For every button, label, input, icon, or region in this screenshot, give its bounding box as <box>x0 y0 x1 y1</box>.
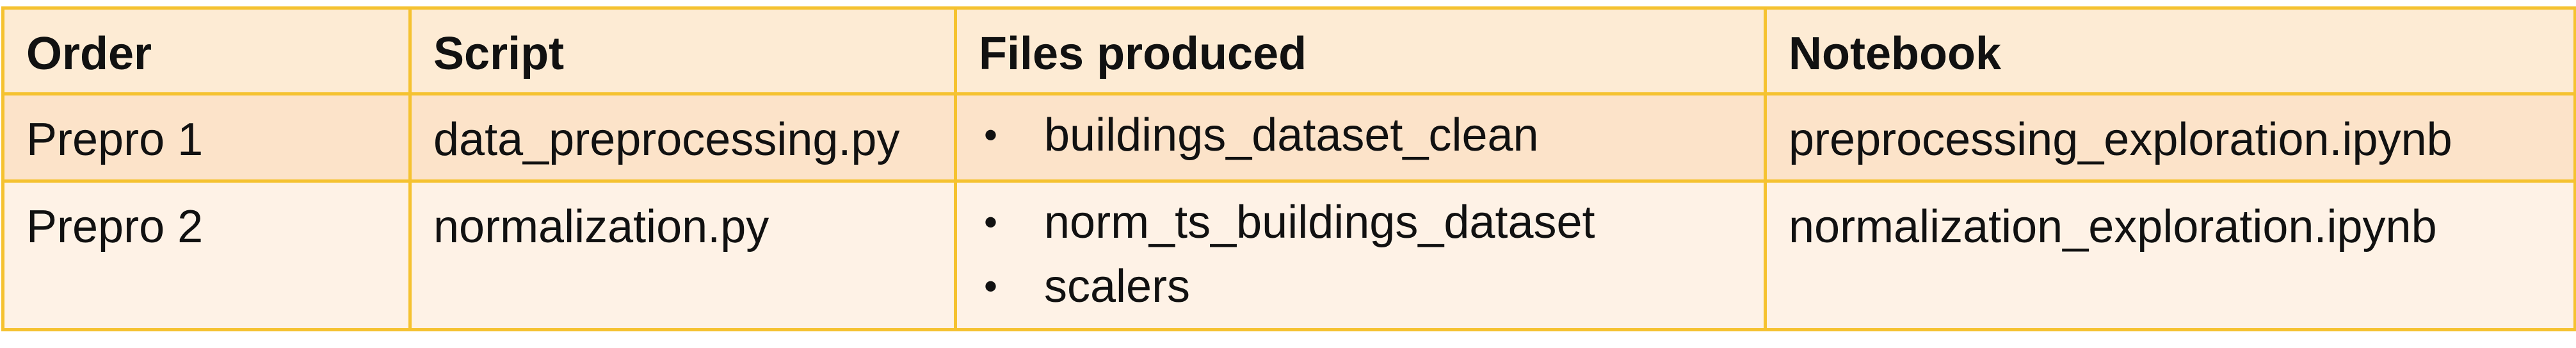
pipeline-table-container: Order Script Files produced Notebook Pre… <box>1 6 2576 331</box>
header-order: Order <box>1 6 412 95</box>
bullet-icon: • <box>984 265 998 308</box>
header-files-produced: Files produced <box>954 6 1767 95</box>
list-item: • buildings_dataset_clean <box>979 103 1742 167</box>
table-row: Prepro 1 data_preprocessing.py • buildin… <box>1 92 2576 183</box>
cell-files: • norm_ts_buildings_dataset • scalers <box>954 179 1767 331</box>
cell-order: Prepro 2 <box>1 179 412 331</box>
files-list: • buildings_dataset_clean <box>979 103 1742 167</box>
header-row: Order Script Files produced Notebook <box>1 6 2576 95</box>
header-script: Script <box>408 6 957 95</box>
bullet-icon: • <box>984 201 998 244</box>
header-notebook: Notebook <box>1764 6 2576 95</box>
cell-files: • buildings_dataset_clean <box>954 92 1767 183</box>
bullet-icon: • <box>984 113 998 156</box>
table-row: Prepro 2 normalization.py • norm_ts_buil… <box>1 179 2576 331</box>
cell-script: normalization.py <box>408 179 957 331</box>
cell-notebook: preprocessing_exploration.ipynb <box>1764 92 2576 183</box>
list-item: • norm_ts_buildings_dataset <box>979 190 1742 254</box>
cell-script: data_preprocessing.py <box>408 92 957 183</box>
file-name: buildings_dataset_clean <box>1044 110 1539 161</box>
cell-order: Prepro 1 <box>1 92 412 183</box>
file-name: norm_ts_buildings_dataset <box>1044 197 1595 248</box>
pipeline-table: Order Script Files produced Notebook Pre… <box>1 6 2576 331</box>
cell-notebook: normalization_exploration.ipynb <box>1764 179 2576 331</box>
file-name: scalers <box>1044 261 1191 312</box>
files-list: • norm_ts_buildings_dataset • scalers <box>979 190 1742 319</box>
list-item: • scalers <box>979 254 1742 319</box>
